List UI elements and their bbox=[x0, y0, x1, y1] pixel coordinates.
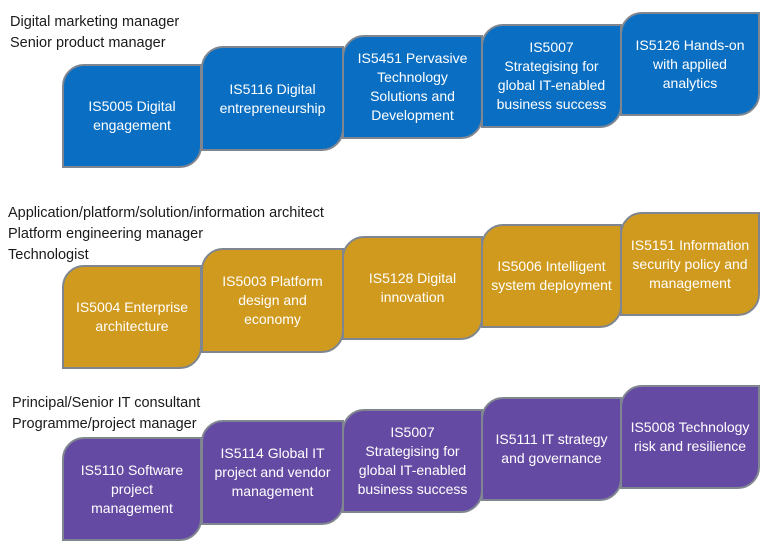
course-box: IS5128 Digital innovation bbox=[342, 236, 483, 340]
roles-row-3: Principal/Senior IT consultant Programme… bbox=[12, 393, 200, 435]
role-label: Application/platform/solution/informatio… bbox=[8, 205, 324, 221]
role-label: Platform engineering manager bbox=[8, 226, 204, 242]
course-box: IS5008 Technology risk and resilience bbox=[620, 385, 760, 489]
course-box: IS5003 Platform design and economy bbox=[201, 248, 344, 353]
course-box: IS5451 Pervasive Technology Solutions an… bbox=[342, 35, 483, 139]
course-box: IS5005 Digital engagement bbox=[62, 64, 202, 168]
course-box: IS5111 IT strategy and governance bbox=[481, 397, 622, 501]
course-box: IS5004 Enterprise architecture bbox=[62, 265, 202, 369]
role-label: Senior product manager bbox=[10, 35, 166, 51]
roles-row-1: Digital marketing manager Senior product… bbox=[10, 12, 179, 54]
role-label: Digital marketing manager bbox=[10, 14, 180, 30]
course-box: IS5151 Information security policy and m… bbox=[620, 212, 760, 316]
course-box: IS5007 Strategising for global IT-enable… bbox=[342, 409, 483, 513]
course-box: IS5110 Software project management bbox=[62, 437, 202, 541]
role-label: Technologist bbox=[8, 247, 89, 263]
roles-row-2: Application/platform/solution/informatio… bbox=[8, 203, 324, 266]
course-box: IS5116 Digital entrepreneurship bbox=[201, 46, 344, 151]
course-box: IS5006 Intelligent system deployment bbox=[481, 224, 622, 328]
course-box: IS5007 Strategising for global IT-enable… bbox=[481, 24, 622, 128]
course-box: IS5126 Hands-on with applied analytics bbox=[620, 12, 760, 116]
role-label: Programme/project manager bbox=[12, 416, 197, 432]
course-box: IS5114 Global IT project and vendor mana… bbox=[201, 420, 344, 525]
role-label: Principal/Senior IT consultant bbox=[12, 395, 201, 411]
